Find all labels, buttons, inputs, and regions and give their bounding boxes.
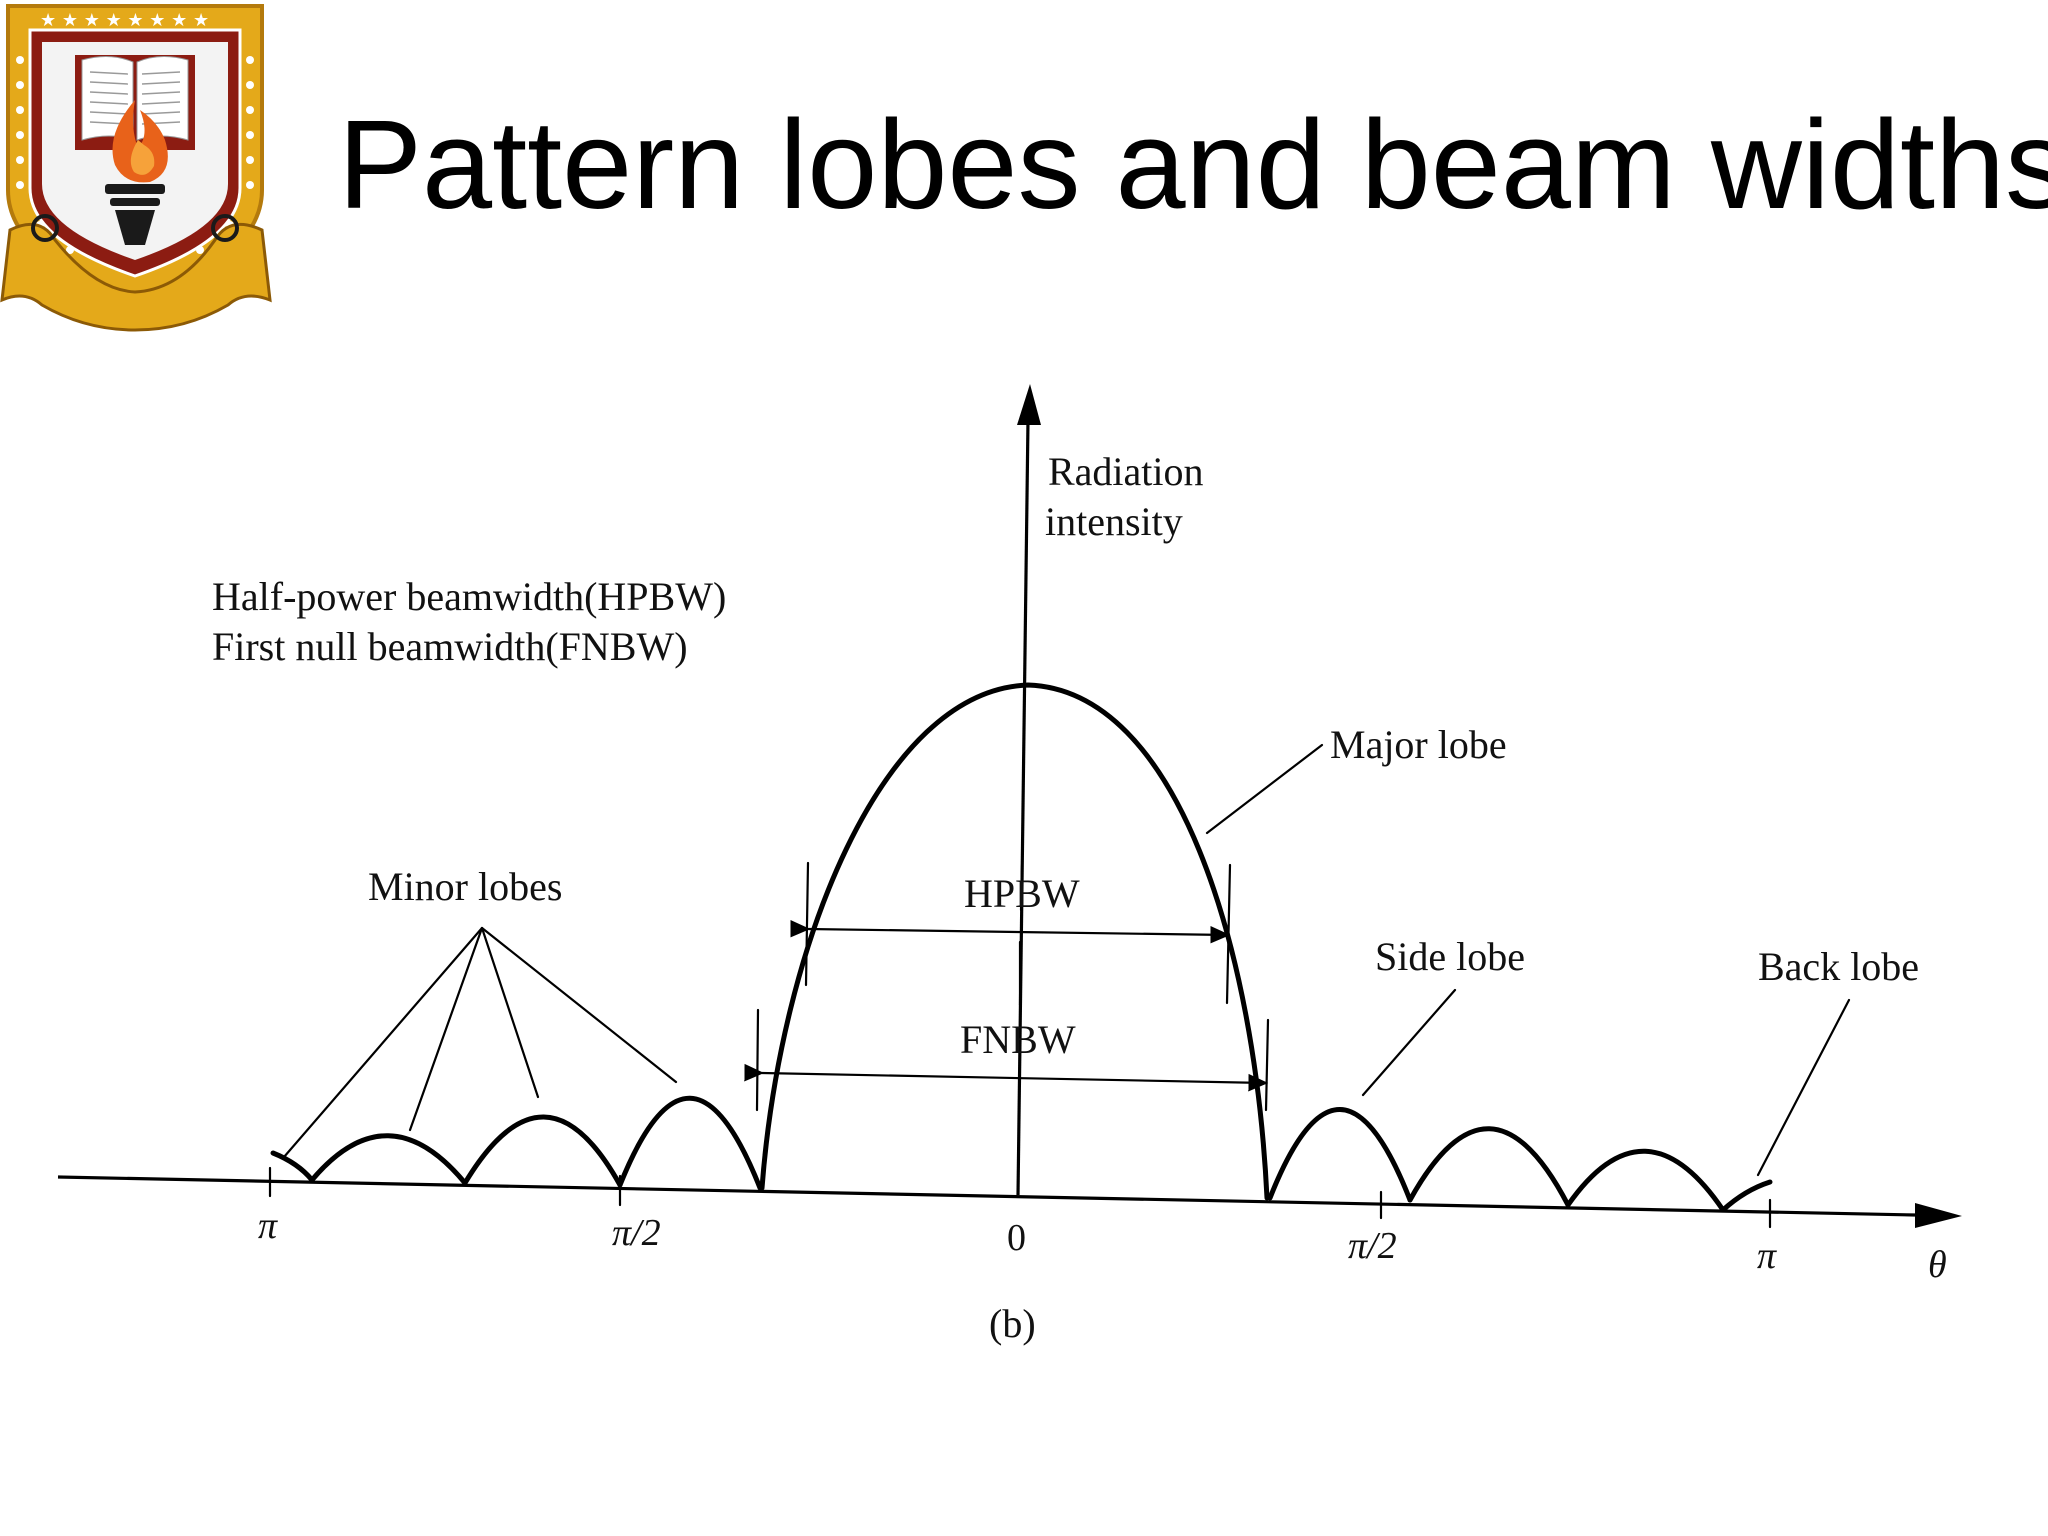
major-lobe-curve <box>759 682 1270 1201</box>
tick-label-pi-half-left: π/2 <box>612 1212 661 1254</box>
minor-lobe-curve <box>309 1133 468 1186</box>
theta-axis-arrowhead <box>1915 1203 1962 1228</box>
svg-text:★ ★ ★ ★ ★ ★ ★ ★: ★ ★ ★ ★ ★ ★ ★ ★ <box>40 10 209 31</box>
minor-lobes-leader-lines <box>282 926 678 1159</box>
minor-lobe-curve <box>270 1150 315 1183</box>
side-lobe-curve <box>1267 1107 1413 1203</box>
back-lobe-curve <box>1720 1179 1773 1213</box>
minor-lobe-curve <box>1565 1148 1726 1213</box>
y-axis-label-line2: intensity <box>1045 499 1183 544</box>
tick-label-pi-right: π <box>1757 1235 1777 1277</box>
legend-fnbw: First null beamwidth(FNBW) <box>212 624 688 669</box>
major-lobe-leader-line <box>1205 743 1324 835</box>
torch-icon <box>105 184 165 245</box>
side-lobe-label: Side lobe <box>1375 934 1525 979</box>
tick-label-pi-left: π <box>258 1205 278 1247</box>
major-lobe-label: Major lobe <box>1330 722 1507 767</box>
fnbw-label: FNBW <box>960 1017 1076 1062</box>
side-lobe-leader-line <box>1361 988 1457 1097</box>
back-lobe-label: Back lobe <box>1758 944 1919 989</box>
slide-title: Pattern lobes and beam widths <box>338 94 2048 235</box>
flame-icon <box>112 100 168 183</box>
theta-axis <box>57 1175 1916 1217</box>
fnbw-dimension-line <box>744 1063 1269 1092</box>
y-axis-label-line1: Radiation <box>1048 449 1204 494</box>
minor-lobes-label: Minor lobes <box>368 864 562 909</box>
crest-stars: ★ ★ ★ ★ ★ ★ ★ ★ <box>40 10 209 31</box>
hpbw-label: HPBW <box>964 871 1080 916</box>
back-lobe-leader-line <box>1756 998 1851 1177</box>
hpbw-dimension-line <box>790 919 1231 944</box>
tick-label-zero: 0 <box>1007 1217 1026 1259</box>
university-crest-logo: ★ ★ ★ ★ ★ ★ ★ ★ <box>0 4 272 332</box>
crest-scroll <box>0 214 272 332</box>
tick-label-pi-half-right: π/2 <box>1348 1225 1397 1267</box>
minor-lobe-curve <box>617 1095 763 1191</box>
minor-lobe-curve <box>462 1114 623 1188</box>
radiation-intensity-axis-arrowhead <box>1017 384 1041 425</box>
x-axis-label-theta: θ <box>1928 1244 1947 1286</box>
legend-hpbw: Half-power beamwidth(HPBW) <box>212 574 726 619</box>
minor-lobe-curve <box>1407 1126 1571 1208</box>
figure-caption: (b) <box>989 1301 1036 1346</box>
